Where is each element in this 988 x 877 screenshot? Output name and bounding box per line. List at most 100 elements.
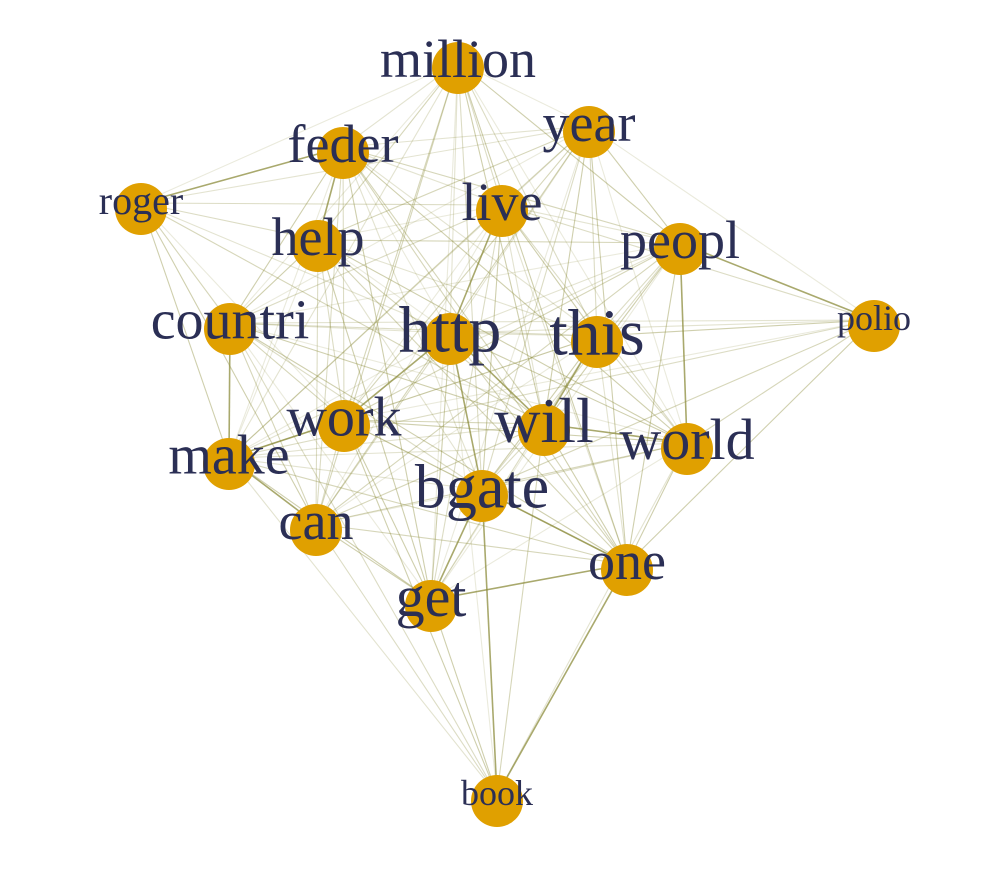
edge-live-can [315,204,503,525]
edge-will-can [315,423,545,525]
edge-live-make [228,204,503,459]
edge-will-make [228,423,545,459]
edge-roger-million [140,61,459,204]
edge-make-one [228,457,628,565]
edge-countri-get [229,322,432,601]
edge-million-will [457,61,545,425]
node-this [571,316,623,368]
edge-roger-help [140,202,319,241]
edge-year-make [228,125,590,459]
node-label-live: live [462,172,543,232]
edge-polio-countri [229,319,875,324]
edge-million-this [457,61,598,337]
edge-year-this [588,125,598,337]
edge-feder-can [315,146,344,525]
edge-feder-live [342,146,503,206]
edge-feder-countri [229,146,344,324]
node-label-this: this [549,296,644,369]
node-book [471,775,523,827]
edge-help-world [317,239,688,444]
edge-help-this [317,239,598,337]
edge-feder-http [342,146,451,334]
node-label-peopl: peopl [620,210,740,270]
node-label-help: help [272,207,365,267]
edge-roger-feder [140,146,344,204]
edge-help-make [228,239,319,459]
node-make [203,438,255,490]
node-live [476,185,528,237]
edge-http-get [430,332,451,601]
edge-roger-will [140,202,545,425]
edge-roger-live [140,202,503,206]
node-label-countri: countri [151,290,310,352]
node-year [563,106,615,158]
edge-book-will [496,423,545,796]
edge-help-can [315,239,319,525]
edge-help-one [317,239,628,565]
edge-million-countri [229,61,459,324]
edge-peopl-countri [229,242,681,324]
node-label-million: million [380,29,536,89]
node-label-one: one [588,531,666,591]
edge-polio-one [626,319,875,565]
edge-polio-world [686,319,875,444]
edge-million-make [228,61,459,459]
edge-feder-this [342,146,598,337]
edge-peopl-work [343,242,681,421]
node-help [292,220,344,272]
edge-world-bgate [481,442,688,491]
edge-feder-bgate [342,146,483,491]
edge-http-can [315,332,451,525]
node-roger [115,183,167,235]
edge-world-make [228,442,688,459]
edge-million-bgate [457,61,483,491]
edge-feder-world [342,146,688,444]
edge-feder-make [228,146,344,459]
edge-help-get [317,239,432,601]
node-label-get: get [396,564,467,629]
edge-million-one [457,61,628,565]
edge-million-peopl [457,61,681,244]
edge-countri-will [229,322,545,425]
edge-work-will [343,419,545,425]
edge-feder-get [342,146,432,601]
edge-live-one [501,204,628,565]
edge-polio-peopl [679,242,875,321]
edge-http-world [449,332,688,444]
edge-can-one [315,523,628,565]
edge-year-feder [342,125,590,148]
edge-book-make [228,457,498,796]
edge-book-bgate [481,489,498,796]
edge-live-peopl [501,204,681,244]
edge-http-make [228,332,451,459]
edge-million-help [317,61,459,241]
edge-live-work [343,204,503,421]
edge-countri-can [229,322,317,525]
node-label-feder: feder [288,114,399,174]
node-world [661,423,713,475]
edge-work-world [343,419,688,444]
edge-help-peopl [317,239,681,244]
edge-polio-bgate [481,319,875,491]
edge-book-get [430,599,498,796]
edge-peopl-can [315,242,681,525]
edge-make-bgate [228,457,483,491]
node-million [432,42,484,94]
edge-book-world [496,442,688,796]
edge-year-work [343,125,590,421]
edge-roger-can [140,202,317,525]
edge-peopl-world [679,242,688,444]
edge-polio-http [449,319,875,334]
node-label-work: work [286,387,401,449]
node-label-world: world [619,407,754,472]
node-http [424,313,476,365]
edge-countri-one [229,322,628,565]
edge-feder-will [342,146,545,425]
edge-book-can [315,523,498,796]
node-can [290,504,342,556]
edge-year-world [588,125,688,444]
edge-book-one [496,563,628,796]
edge-feder-one [342,146,628,565]
